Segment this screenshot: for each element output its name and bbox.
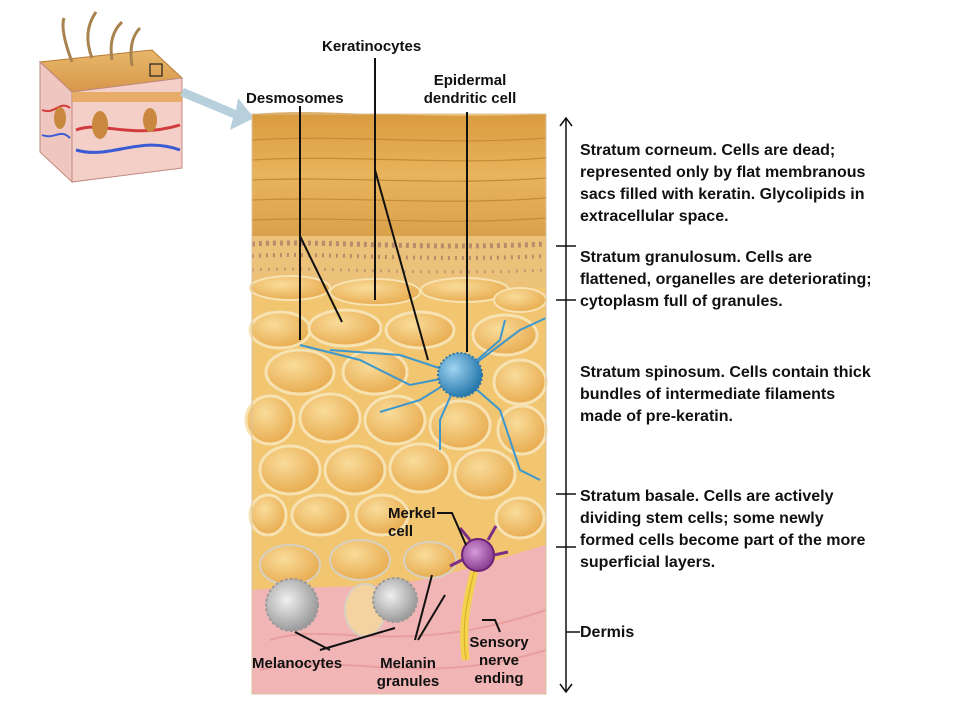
desc-stratum-granulosum: Stratum granulosum. Cells are flattened,… [580, 247, 950, 313]
desc-stratum-basale: Stratum basale. Cells are actively divid… [580, 486, 950, 574]
label-line: Merkel [388, 505, 436, 522]
desc-line: sacs filled with keratin. Glycolipids in [580, 186, 865, 203]
merkel-cell [461, 538, 495, 572]
label-line: Epidermal [433, 72, 507, 89]
desc-line: Stratum spinosum. Cells contain thick [580, 364, 871, 381]
label-melanocytes: Melanocytes [252, 655, 343, 672]
desc-line: superficial layers. [580, 554, 716, 571]
label-line: cell [388, 523, 414, 540]
label-line: granules [376, 673, 440, 690]
skin-thumbnail [38, 11, 184, 184]
label-keratinocytes: Keratinocytes [322, 38, 422, 55]
tissue-section [244, 112, 548, 695]
desc-line: bundles of intermediate filaments [580, 386, 836, 403]
desc-line: extracellular space. [580, 208, 729, 225]
leader-lines [294, 58, 501, 651]
melanocyte-left [265, 578, 319, 632]
label-epidermal-dendritic-cell: Epidermal dendritic cell [400, 72, 540, 108]
desc-line: Stratum basale. Cells are actively [580, 488, 834, 505]
label-sensory-nerve-ending: Sensory nerve ending [464, 634, 534, 688]
stratum-corneum-region [252, 112, 546, 238]
label-line: dendritic cell [423, 90, 517, 107]
callout-arrow-icon [180, 88, 254, 130]
label-desmosomes: Desmosomes [246, 90, 344, 107]
desc-line: formed cells become part of the more [580, 532, 866, 549]
label-line: ending [474, 670, 524, 687]
label-line: Sensory [469, 634, 529, 651]
stratum-spinosum-cells [244, 308, 548, 540]
melanocyte-right [372, 577, 418, 623]
desc-line: cytoplasm full of granules. [580, 293, 783, 310]
label-line: Melanin [380, 655, 436, 672]
desc-line: made of pre-keratin. [580, 408, 733, 425]
desc-line: Stratum granulosum. Cells are [580, 249, 813, 266]
desc-line: Stratum corneum. Cells are dead; [580, 142, 836, 159]
label-melanin-granules: Melanin granules [368, 655, 448, 691]
desc-line: represented only by flat membranous [580, 164, 866, 181]
desc-line: flattened, organelles are deteriorating; [580, 271, 872, 288]
epidermal-dendritic-cell [437, 352, 483, 398]
desc-stratum-spinosum: Stratum spinosum. Cells contain thick bu… [580, 362, 950, 428]
desc-stratum-corneum: Stratum corneum. Cells are dead; represe… [580, 140, 950, 228]
desc-dermis: Dermis [580, 624, 635, 641]
desc-line: dividing stem cells; some newly [580, 510, 824, 527]
layer-bracket [556, 116, 580, 694]
label-merkel-cell: Merkel cell [388, 505, 436, 541]
label-line: nerve [478, 652, 520, 669]
